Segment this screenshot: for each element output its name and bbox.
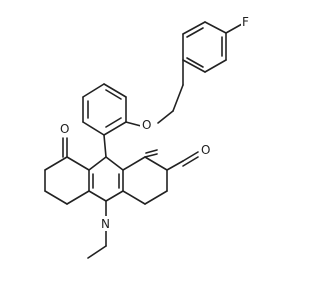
bond: [87, 245, 107, 259]
bond: [157, 110, 174, 124]
bond: [204, 59, 227, 73]
bond: [88, 190, 107, 202]
bond: [82, 121, 105, 136]
bond: [105, 89, 122, 100]
bond: [88, 156, 107, 171]
bond: [44, 190, 68, 205]
bond: [82, 83, 105, 98]
bond: [105, 117, 122, 128]
bond: [182, 59, 206, 73]
bond: [66, 156, 90, 171]
right-ketone-oxygen-label: O: [201, 143, 210, 157]
right-ketone-bonds: [166, 151, 199, 171]
bond: [122, 190, 146, 205]
ether-oxygen-label-background: [140, 117, 152, 132]
nitrogen-label: N: [101, 217, 110, 231]
left-ketone-oxygen-label: O: [60, 122, 69, 136]
left-ketone-oxygen-label-background: [58, 121, 70, 136]
bond: [182, 156, 199, 167]
bond: [186, 27, 204, 38]
bond: [103, 134, 107, 158]
benzyl-ether-link: [125, 59, 184, 127]
fluorine-label-background: [241, 14, 251, 29]
bond: [125, 121, 142, 127]
bond: [172, 84, 184, 112]
atom-labels: F O O O N: [58, 14, 251, 231]
bond: [144, 190, 168, 205]
bond: [144, 156, 168, 171]
bond: [66, 190, 90, 205]
bond: [103, 83, 127, 98]
bond: [144, 153, 158, 158]
central-ring-system: [44, 134, 168, 259]
bond: [182, 151, 199, 162]
molecule-structure: F O O O N: [44, 14, 251, 259]
middle-phenyl-ring: [82, 83, 127, 136]
bond: [122, 156, 146, 171]
bond: [182, 21, 206, 35]
ether-oxygen-label: O: [142, 118, 151, 132]
bond: [103, 121, 127, 136]
bond: [225, 23, 243, 34]
bond: [204, 21, 227, 34]
nitrogen-label-background: [100, 216, 112, 231]
fluorophenyl-ring: [182, 21, 243, 73]
bond: [105, 156, 124, 171]
bond: [145, 149, 158, 154]
fluorine-label: F: [242, 15, 249, 29]
bond: [166, 160, 184, 171]
bond: [186, 57, 204, 68]
bond: [44, 156, 68, 171]
bond: [105, 190, 124, 202]
molecule-diagram: F O O O N: [44, 14, 251, 259]
right-ketone-oxygen-label-background: [199, 142, 211, 157]
